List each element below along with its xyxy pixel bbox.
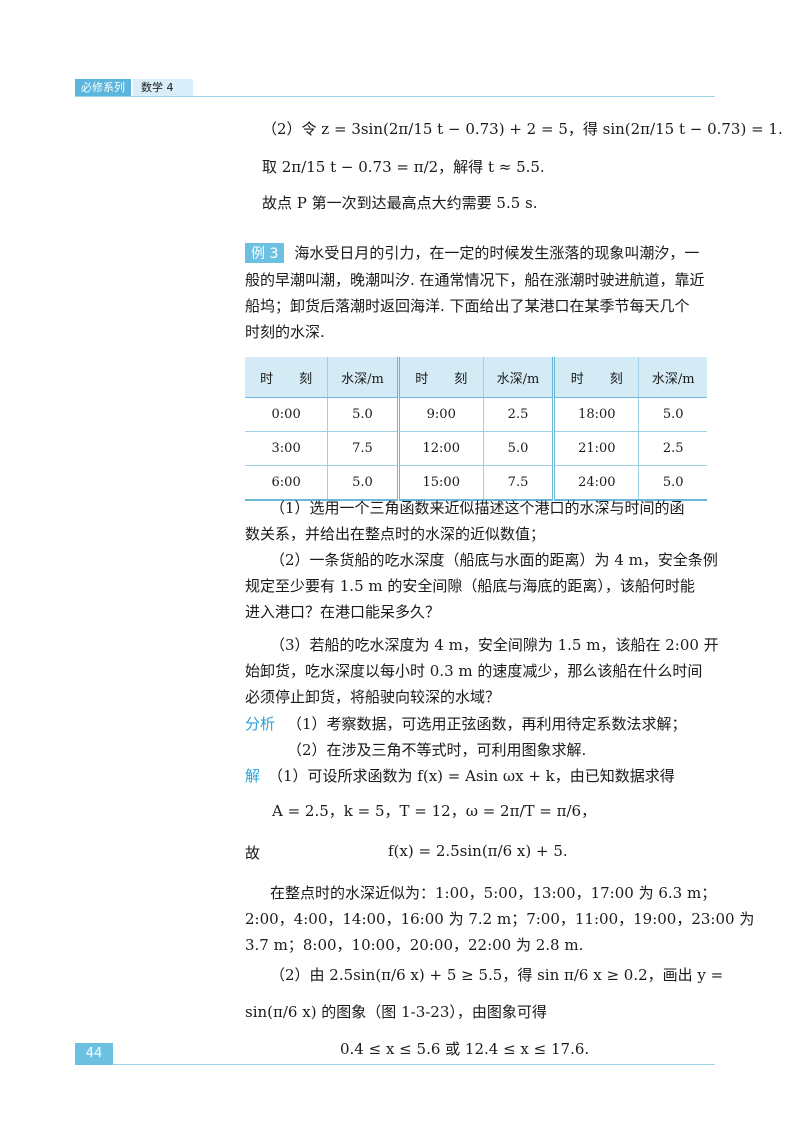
example-tag: 例 3 <box>245 243 285 263</box>
table-cell: 24:00 <box>553 465 640 501</box>
subject-label: 数学 4 <box>133 79 193 96</box>
table-cell: 21:00 <box>553 431 640 466</box>
header-time-2: 时 刻 <box>398 357 484 398</box>
question-1a: （1）选用一个三角函数来近似描述这个港口的水深与时间的函 <box>270 499 685 517</box>
table-cell: 18:00 <box>553 397 640 432</box>
header-depth-1: 水深/m <box>327 357 400 398</box>
part2-line-1: （2）令 z = 3sin(2π/15 t − 0.73) + 2 = 5，得 … <box>262 120 783 138</box>
header-rule <box>75 96 715 97</box>
solution-line-1: （1）可设所求函数为 f(x) = Asin ωx + k，由已知数据求得 <box>268 767 675 785</box>
table-cell: 2.5 <box>638 431 707 466</box>
solution-line-8: sin(π/6 x) 的图象（图 1-3-23），由图象可得 <box>245 1003 547 1021</box>
question-2c: 进入港口？在港口能呆多久？ <box>245 603 441 621</box>
solution-formula: f(x) = 2.5sin(π/6 x) + 5. <box>388 842 568 860</box>
solution-line-5: 2:00，4:00，14:00，16:00 为 7.2 m；7:00，11:00… <box>245 910 755 928</box>
page-number: 44 <box>75 1043 113 1065</box>
table-cell: 6:00 <box>245 465 329 501</box>
tide-depth-table: 时 刻 水深/m 时 刻 水深/m 时 刻 水深/m 0:00 5.0 9:00… <box>245 357 707 501</box>
header-time-1: 时 刻 <box>245 357 329 398</box>
solution-line-2: A = 2.5，k = 5，T = 12，ω = 2π/T = π/6， <box>272 802 597 820</box>
table-cell: 12:00 <box>398 431 484 466</box>
question-3b: 始卸货，吃水深度以每小时 0.3 m 的速度减少，那么该船在什么时间 <box>245 662 703 680</box>
table-cell: 5.0 <box>638 397 707 432</box>
table-cell: 5.0 <box>638 465 707 501</box>
table-cell: 5.0 <box>327 465 400 501</box>
table-cell: 7.5 <box>327 431 400 466</box>
question-1b: 数关系，并给出在整点时的水深的近似数值； <box>245 525 546 543</box>
table-cell: 2.5 <box>483 397 556 432</box>
solution-gu: 故 <box>245 844 261 862</box>
question-2b: 规定至少要有 1.5 m 的安全间隙（船底与海底的距离），该船何时能 <box>245 577 695 595</box>
table-cell: 3:00 <box>245 431 329 466</box>
table-cell: 5.0 <box>483 431 556 466</box>
header-depth-3: 水深/m <box>638 357 707 398</box>
table-cell: 5.0 <box>327 397 400 432</box>
question-3a: （3）若船的吃水深度为 4 m，安全间隙为 1.5 m，该船在 2:00 开 <box>270 636 719 654</box>
series-label: 必修系列 <box>75 79 131 96</box>
table-cell: 9:00 <box>398 397 484 432</box>
part2-line-3: 故点 P 第一次到达最高点大约需要 5.5 s. <box>262 194 538 212</box>
example-3-line-4: 时刻的水深. <box>245 323 325 341</box>
example-3-line-1: 例 3 海水受日月的引力，在一定的时候发生涨落的现象叫潮汐，一 <box>245 242 699 263</box>
solution-line-7: （2）由 2.5sin(π/6 x) + 5 ≥ 5.5，得 sin π/6 x… <box>270 966 724 984</box>
table-row: 0:00 5.0 9:00 2.5 18:00 5.0 <box>245 397 707 432</box>
table-cell: 15:00 <box>398 465 484 501</box>
example-text-1: 海水受日月的引力，在一定的时候发生涨落的现象叫潮汐，一 <box>294 244 700 262</box>
solution-line-4: 在整点时的水深近似为：1:00，5:00，13:00，17:00 为 6.3 m… <box>270 884 717 902</box>
header-time-3: 时 刻 <box>553 357 640 398</box>
example-3-line-3: 船坞；卸货后落潮时返回海洋. 下面给出了某港口在某季节每天几个 <box>245 297 690 315</box>
solution-label: 解 <box>245 767 261 785</box>
solution-result: 0.4 ≤ x ≤ 5.6 或 12.4 ≤ x ≤ 17.6. <box>340 1040 590 1058</box>
part2-line-2: 取 2π/15 t − 0.73 = π/2，解得 t ≈ 5.5. <box>262 158 545 176</box>
table-row: 6:00 5.0 15:00 7.5 24:00 5.0 <box>245 465 707 501</box>
table-cell: 0:00 <box>245 397 329 432</box>
analysis-label: 分析 <box>245 715 276 733</box>
example-3-line-2: 般的早潮叫潮，晚潮叫汐. 在通常情况下，船在涨潮时驶进航道，靠近 <box>245 271 705 289</box>
footer-rule <box>113 1064 715 1065</box>
table-cell: 7.5 <box>483 465 556 501</box>
analysis-line-1: （1）考察数据，可选用正弦函数，再利用待定系数法求解； <box>287 715 687 733</box>
analysis-line-2: （2）在涉及三角不等式时，可利用图象求解. <box>287 741 587 759</box>
question-3c: 必须停止卸货，将船驶向较深的水域？ <box>245 688 501 706</box>
table-row: 3:00 7.5 12:00 5.0 21:00 2.5 <box>245 431 707 466</box>
question-2a: （2）一条货船的吃水深度（船底与水面的距离）为 4 m，安全条例 <box>270 551 718 569</box>
table-header-row: 时 刻 水深/m 时 刻 水深/m 时 刻 水深/m <box>245 357 707 398</box>
header-depth-2: 水深/m <box>483 357 556 398</box>
solution-line-6: 3.7 m；8:00，10:00，20:00，22:00 为 2.8 m. <box>245 936 584 954</box>
